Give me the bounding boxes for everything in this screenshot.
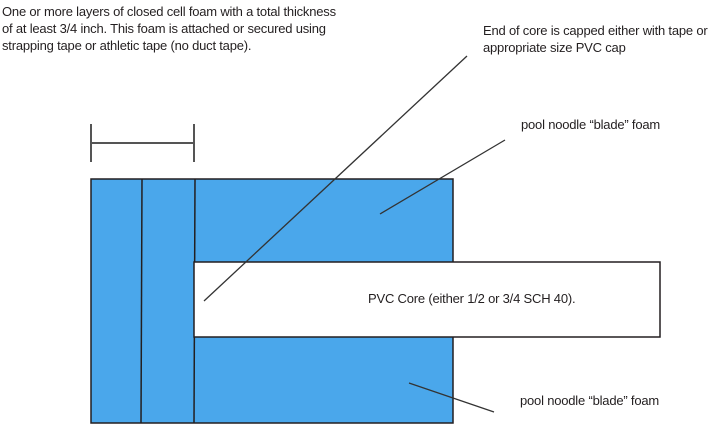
- pvc-core: [193, 261, 661, 338]
- end-cap-label: End of core is capped either with tape o…: [483, 23, 708, 55]
- foam-layer-divider-1: [140, 178, 143, 424]
- pvc-core-label: PVC Core (either 1/2 or 3/4 SCH 40).: [368, 291, 576, 306]
- blade-foam-bottom-label: pool noodle “blade” foam: [520, 393, 660, 408]
- leader-line-end-cap: [203, 55, 468, 302]
- leader-line-blade-bottom: [408, 382, 495, 413]
- thickness-dimension-marker: [90, 124, 195, 162]
- foam-layers-label: One or more layers of closed cell foam w…: [2, 4, 336, 53]
- leader-line-blade-top: [379, 139, 506, 215]
- blade-foam-top-label: pool noodle “blade” foam: [521, 117, 661, 132]
